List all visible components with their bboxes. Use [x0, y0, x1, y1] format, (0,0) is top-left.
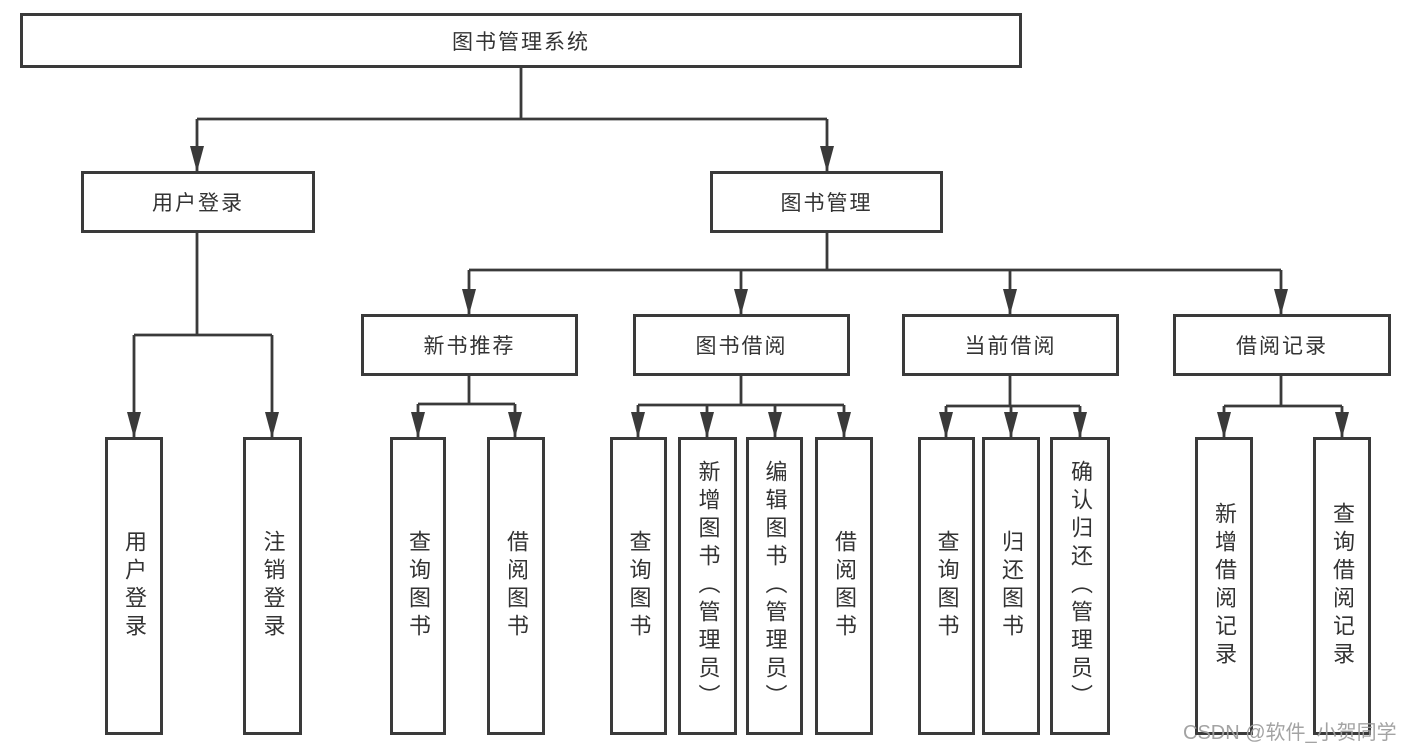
leaf-label: 用户登录: [122, 530, 147, 642]
leaf-borrow-books: 借阅图书: [815, 437, 873, 735]
leaf-label: 查询图书: [934, 530, 960, 642]
node-book-borrow: 图书借阅: [633, 314, 850, 376]
leaf-label: 注销登录: [260, 530, 286, 642]
leaf-query-books-recommend: 查询图书: [390, 437, 446, 735]
node-label: 图书借阅: [695, 335, 788, 358]
leaf-borrow-books-recommend: 借阅图书: [487, 437, 545, 735]
node-new-book-recommend: 新书推荐: [361, 314, 578, 376]
node-label: 图书管理: [780, 192, 873, 215]
leaf-add-books-admin: 新增图书（管理员）: [678, 437, 737, 735]
node-label: 新书推荐: [423, 335, 516, 358]
leaf-label: 归还图书: [999, 530, 1024, 642]
node-book-management: 图书管理: [710, 171, 943, 233]
leaf-label: 查询借阅记录: [1330, 502, 1355, 670]
leaf-label: 借阅图书: [504, 530, 529, 642]
leaf-label: 确认归还（管理员）: [1068, 460, 1093, 712]
node-label: 借阅记录: [1236, 335, 1328, 358]
leaf-query-borrow-record: 查询借阅记录: [1313, 437, 1371, 735]
leaf-return-books: 归还图书: [982, 437, 1040, 735]
node-label: 当前借阅: [964, 335, 1057, 358]
leaf-query-books-borrow: 查询图书: [610, 437, 667, 735]
leaf-label: 查询图书: [406, 530, 431, 642]
leaf-label: 新增借阅记录: [1212, 502, 1237, 670]
csdn-watermark: CSDN @软件_小贺同学: [1183, 722, 1397, 744]
node-label: 图书管理系统: [452, 30, 590, 54]
leaf-label: 查询图书: [626, 530, 652, 642]
leaf-edit-books-admin: 编辑图书（管理员）: [746, 437, 803, 735]
node-library-system: 图书管理系统: [20, 13, 1022, 68]
leaf-confirm-return-admin: 确认归还（管理员）: [1050, 437, 1110, 735]
leaf-label: 借阅图书: [832, 530, 857, 642]
leaf-add-borrow-record: 新增借阅记录: [1195, 437, 1253, 735]
node-current-borrow: 当前借阅: [902, 314, 1119, 376]
node-borrow-record: 借阅记录: [1173, 314, 1391, 376]
leaf-query-books-current: 查询图书: [918, 437, 975, 735]
node-user-login: 用户登录: [81, 171, 315, 233]
node-label: 用户登录: [152, 192, 244, 215]
leaf-label: 编辑图书（管理员）: [762, 460, 788, 712]
leaf-user-login: 用户登录: [105, 437, 163, 735]
leaf-logout: 注销登录: [243, 437, 302, 735]
leaf-label: 新增图书（管理员）: [695, 460, 721, 712]
